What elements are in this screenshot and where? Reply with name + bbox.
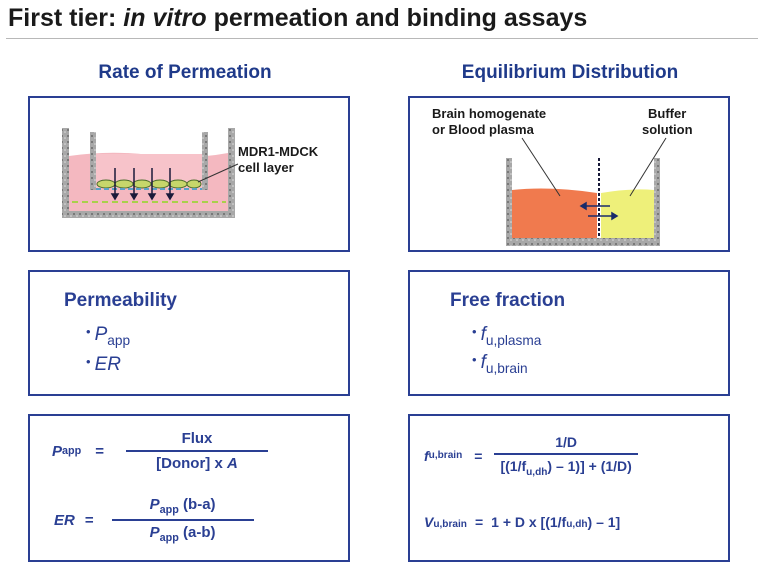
bullet-fu-plasma: •fu,plasma [472,324,542,348]
papp-numerator: Flux [181,430,213,447]
er-num-p: P [149,496,160,513]
er-eq-lhs: ER [54,511,75,529]
free-fraction-panel: Free fraction •fu,plasma •fu,brain [408,270,730,396]
papp-subscript: app [107,332,131,348]
fu-denominator: [(1/fu,dh) – 1)] + (1/D) [494,453,638,478]
homogenate-label-2: or Blood plasma [432,122,535,137]
buffer-label-1: Buffer [648,106,686,121]
papp-denominator: [Donor] x A [125,450,268,472]
bullet-er: •ER [86,354,121,375]
left-column-heading: Rate of Permeation [98,62,272,83]
cell-layer-label-2: cell layer [238,160,294,175]
papp-eq-lhs-sub: app [62,445,82,457]
fu-plasma-symbol: f [480,324,486,345]
fu-den-sub: u,dh [526,466,548,478]
permeability-heading: Permeability [64,290,177,311]
cell-wall-right [654,158,660,246]
yellow-fluid [601,189,654,238]
papp-eq-equals: = [95,442,104,460]
fu-plasma-subscript: u,plasma [485,332,542,348]
buffer-leader-line [629,137,667,197]
vu-eq-equals: = [474,514,484,530]
vu-rhs-rest: ) – 1] [587,514,621,530]
er-den-p: P [149,524,160,541]
permeability-panel: Permeability •Papp •ER [28,270,350,396]
bullet-fu-brain: •fu,brain [472,352,528,376]
fu-brain-symbol: f [480,352,486,373]
fu-eq-lhs: f [424,447,429,464]
papp-eq-lhs: P [52,442,63,460]
vu-eq-lhs-sub: u,brain [433,519,467,530]
fu-eq-lhs-sub: u,brain [428,450,463,462]
right-column-heading: Equilibrium Distribution [461,62,679,83]
er-eq-equals: = [84,511,94,529]
fu-den-text: [(1/f [500,458,527,474]
outer-wall-right [228,128,235,218]
outer-wall-left [62,128,69,218]
er-numerator: Papp (b-a) [144,496,222,519]
papp-fraction: Flux [Donor] x A [122,430,272,472]
papp-den-text: [Donor] x [156,455,227,472]
permeation-diagram-panel: MDR1-MDCK cell layer [28,96,350,252]
exchange-arrows [579,201,619,221]
outer-wall-bottom [62,211,235,218]
er-fraction: Papp (b-a) Papp (a-b) [108,496,258,544]
er-denominator: Papp (a-b) [111,519,254,544]
transwell-diagram: MDR1-MDCK cell layer [62,128,319,218]
insert-wall-left [90,132,96,190]
title-part1: First tier: [8,4,124,32]
er-num-sub: app [159,504,179,516]
er-num-rest: (b-a) [178,496,216,513]
cell-wall-left [506,158,512,246]
er-den-sub: app [159,532,179,544]
er-symbol: ER [94,354,121,375]
cell-wall-bottom [506,238,660,246]
insert-wall-right [202,132,208,190]
er-equation: ER = Papp (b-a) Papp (a-b) [54,496,258,544]
title-rule [6,38,758,39]
vu-rhs-sub: u,dh [566,519,588,530]
fu-brain-subscript: u,brain [485,360,528,376]
fu-numerator: 1/D [555,434,578,450]
dialysis-diagram: Brain homogenate or Blood plasma Buffer … [432,106,693,246]
cell-layer-label-1: MDR1-MDCK [238,144,319,159]
cell-layer [96,179,202,189]
fu-eq-equals: = [474,447,483,464]
fu-fraction: 1/D [(1/fu,dh) – 1)] + (1/D) [494,434,638,478]
free-fraction-heading: Free fraction [450,290,566,311]
vu-eq-lhs: V [424,514,434,530]
fu-den-rest: ) – 1)] + (1/D) [547,458,632,474]
title-part3: permeation and binding assays [206,4,588,32]
papp-den-area: A [226,455,238,472]
er-den-rest: (a-b) [178,524,216,541]
page-title: First tier: in vitro permeation and bind… [8,4,587,33]
orange-fluid [512,188,597,238]
bullet-papp: •Papp [86,324,131,348]
papp-symbol: P [94,324,108,345]
label-leader-line [197,163,239,183]
title-italic: in vitro [123,4,207,32]
vu-rhs: 1 + D x [(1/f [491,514,567,530]
homogenate-leader-line [521,137,561,197]
homogenate-label-1: Brain homogenate [432,106,546,121]
permeation-arrows [110,168,175,201]
equilibrium-diagram-panel: Brain homogenate or Blood plasma Buffer … [408,96,730,252]
buffer-label-2: solution [642,122,693,137]
